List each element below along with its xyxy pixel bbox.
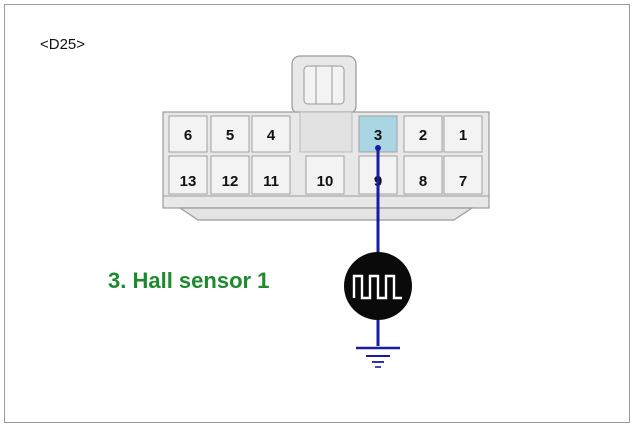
pin-number-1: 1: [459, 127, 467, 144]
pin-number-3: 3: [374, 127, 382, 144]
pin-7: 7: [443, 155, 483, 195]
connector-pins-bottom: 13121110987: [168, 155, 483, 195]
pin-8: 8: [403, 155, 443, 195]
pin-cavity-5: [210, 115, 250, 153]
signal-label: 3. Hall sensor 1: [108, 268, 270, 293]
pin-cavity-11: [251, 155, 291, 195]
connector-pins-top: 6 5 4 3 2 1: [168, 115, 483, 153]
pin-10: 10: [305, 155, 345, 195]
pin-number-4: 4: [267, 127, 276, 144]
pin-cavity-13: [168, 155, 208, 195]
ground-icon: [356, 346, 400, 368]
pin-4: 4: [251, 115, 291, 153]
connector-latch: [291, 55, 357, 115]
pin-number-7: 7: [459, 173, 467, 190]
pin-13: 13: [168, 155, 208, 195]
pin-cavity-2: [403, 115, 443, 153]
pin-cavity-8: [403, 155, 443, 195]
pin-11: 11: [251, 155, 291, 195]
pin-number-13: 13: [180, 173, 197, 190]
pin-cavity-4: [251, 115, 291, 153]
pin-number-2: 2: [419, 127, 427, 144]
pin-cavity-1: [443, 115, 483, 153]
pin-number-6: 6: [184, 127, 192, 144]
pin-number-12: 12: [222, 173, 239, 190]
pin-number-8: 8: [419, 173, 427, 190]
pin-2: 2: [403, 115, 443, 153]
pin-cavity-10: [305, 155, 345, 195]
pin-cavity-12: [210, 155, 250, 195]
pin-cavity-6: [168, 115, 208, 153]
pin-5: 5: [210, 115, 250, 153]
square-wave-icon: [344, 252, 412, 320]
pin-1: 1: [443, 115, 483, 153]
wire-terminal: [375, 145, 381, 151]
pin-number-5: 5: [226, 127, 234, 144]
pin-12: 12: [210, 155, 250, 195]
pin-6: 6: [168, 115, 208, 153]
connector-label: <D25>: [40, 36, 86, 53]
pin-number-11: 11: [263, 173, 279, 190]
pin-number-10: 10: [317, 173, 334, 190]
pin-cavity-7: [443, 155, 483, 195]
